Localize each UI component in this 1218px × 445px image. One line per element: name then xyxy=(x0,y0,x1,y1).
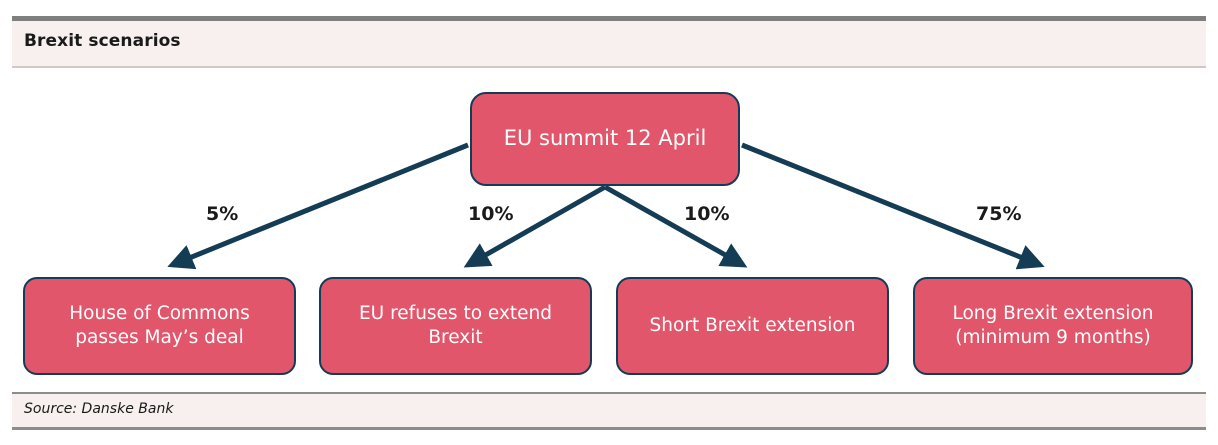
node-eu-refuses-extension[interactable]: EU refuses to extend Brexit xyxy=(319,277,592,375)
node-eu-summit-label: EU summit 12 April xyxy=(503,126,707,151)
edge-label-eu-refuses-extension: 10% xyxy=(468,203,514,225)
edge-label-short-extension: 10% xyxy=(684,203,730,225)
node-short-extension[interactable]: Short Brexit extension xyxy=(616,277,889,375)
edge-label-commons-passes-deal: 5% xyxy=(206,203,239,225)
diagram-canvas: EU summit 12 April House of Commons pass… xyxy=(0,68,1218,392)
node-short-extension-label: Short Brexit extension xyxy=(649,314,856,336)
page-title: Brexit scenarios xyxy=(24,31,181,51)
footer-top-rule xyxy=(12,392,1206,394)
node-eu-refuses-extension-label: EU refuses to extend Brexit xyxy=(358,302,553,348)
footer-bottom-rule xyxy=(12,427,1206,430)
footer-band xyxy=(12,394,1206,427)
node-eu-summit[interactable]: EU summit 12 April xyxy=(470,92,740,186)
header-bottom-rule xyxy=(12,66,1206,68)
header-band xyxy=(12,21,1206,66)
edge-label-long-extension: 75% xyxy=(976,203,1022,225)
header-top-rule xyxy=(12,16,1206,21)
node-commons-passes-deal-label: House of Commons passes May’s deal xyxy=(69,302,250,348)
node-long-extension-label: Long Brexit extension (minimum 9 months) xyxy=(952,302,1154,348)
edge-to-short-extension xyxy=(603,184,748,268)
node-long-extension[interactable]: Long Brexit extension (minimum 9 months) xyxy=(913,277,1193,375)
edge-to-commons-passes-deal xyxy=(167,142,469,270)
source-note: Source: Danske Bank xyxy=(24,401,174,417)
edge-to-eu-refuses-extension xyxy=(463,184,607,268)
edge-to-long-extension xyxy=(741,142,1045,270)
node-commons-passes-deal[interactable]: House of Commons passes May’s deal xyxy=(23,277,296,375)
connector-lines xyxy=(167,142,1045,270)
